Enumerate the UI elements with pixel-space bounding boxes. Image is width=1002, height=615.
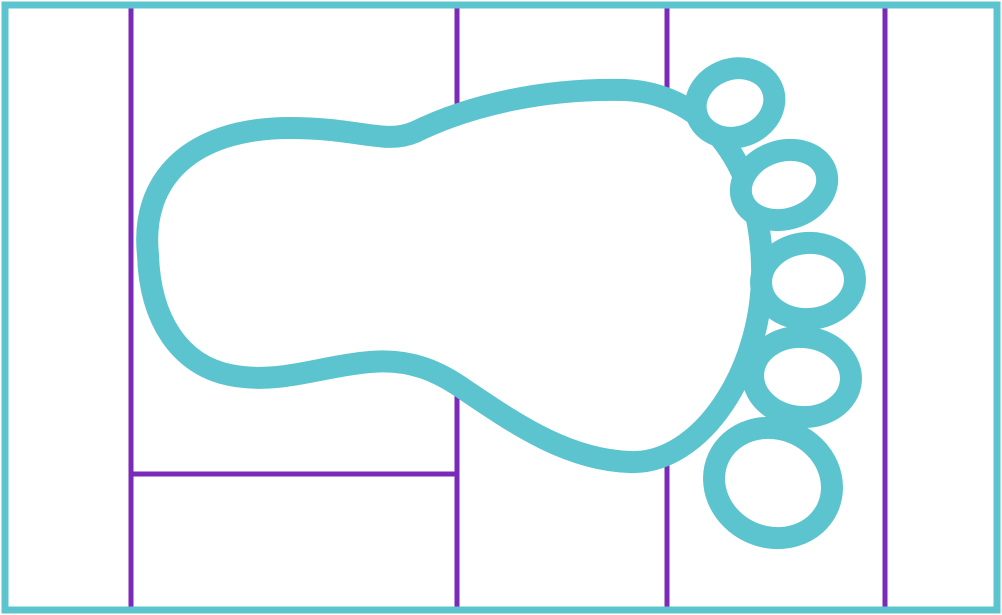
footprint-sole bbox=[136, 78, 774, 474]
footprint-toe-3 bbox=[750, 231, 866, 331]
footprint-toe-1 bbox=[684, 57, 786, 149]
footprint-toe-5 bbox=[703, 416, 843, 550]
footprint-toe-2 bbox=[729, 138, 839, 232]
footprint-toe-4 bbox=[742, 325, 862, 429]
